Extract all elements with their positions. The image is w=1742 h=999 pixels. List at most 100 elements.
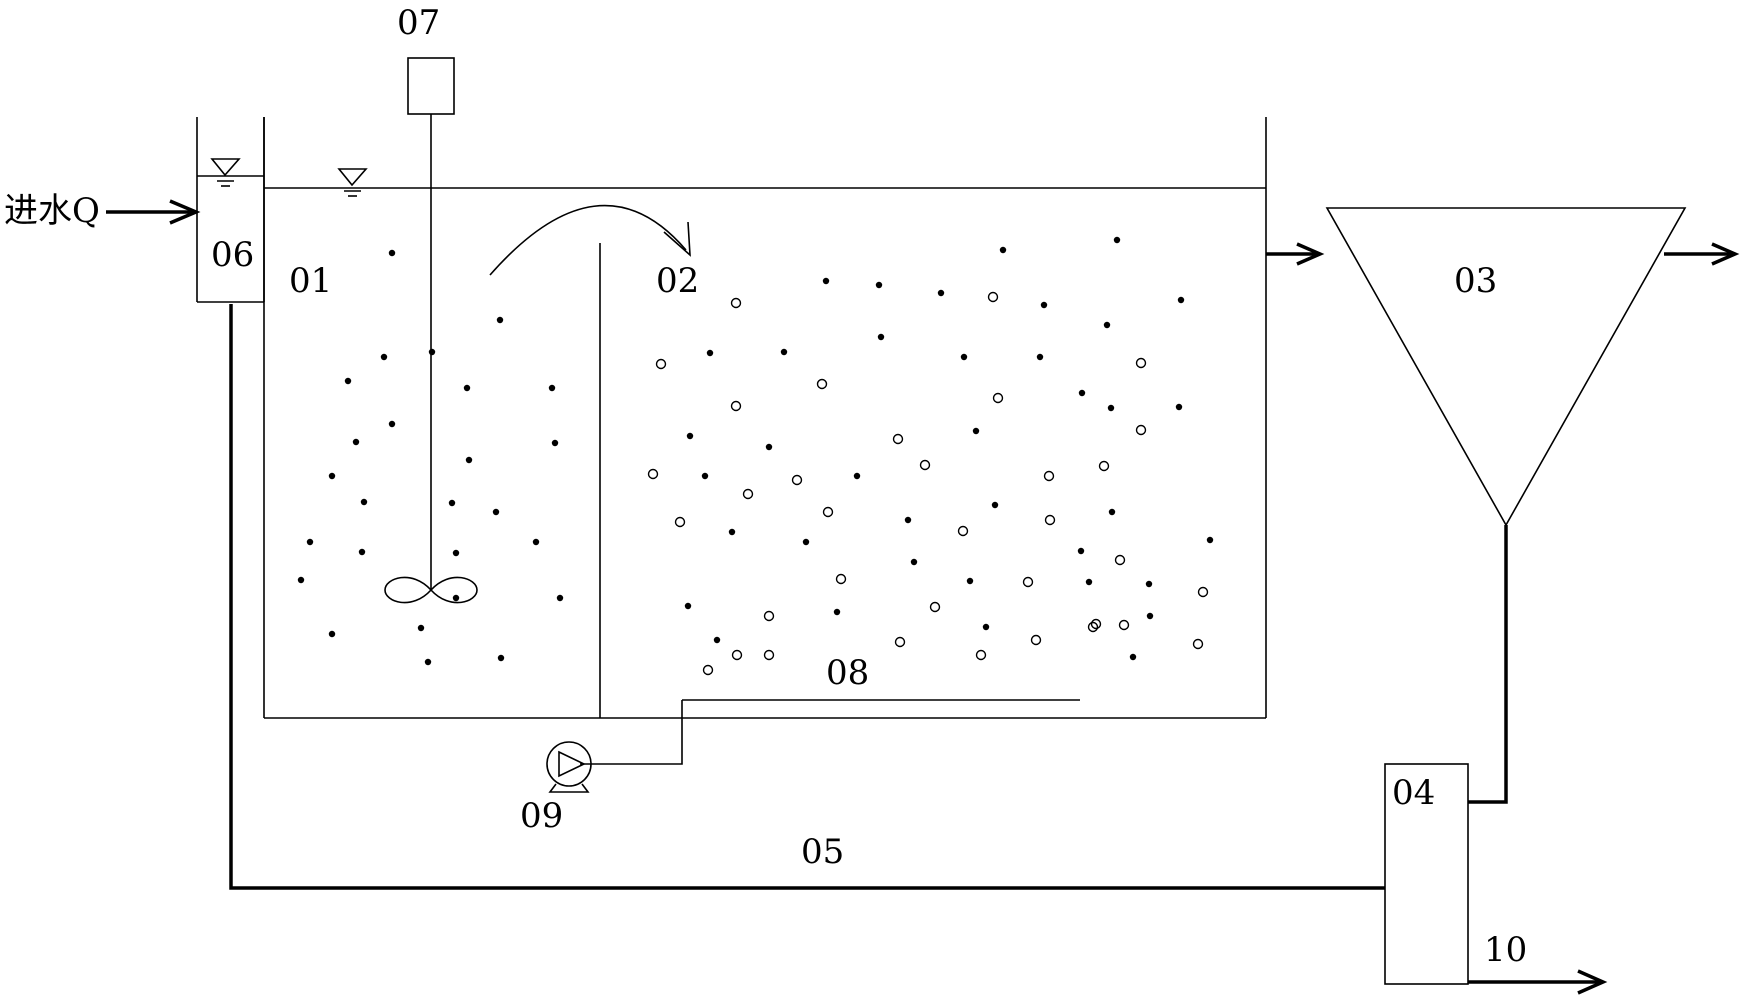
biomass-dot [966, 577, 974, 585]
aerator-label: 08 [826, 653, 869, 693]
biomass-dot [713, 636, 721, 644]
carrier-ring [763, 610, 775, 622]
return-line [229, 304, 1385, 890]
biomass-dot [548, 384, 556, 392]
biomass-dot [1129, 653, 1137, 661]
carrier-ring [1118, 619, 1130, 631]
biomass-dot [1036, 353, 1044, 361]
biomass-dot [1085, 578, 1093, 586]
biomass-dot [802, 538, 810, 546]
biomass-dot [492, 508, 500, 516]
biomass-dot [352, 438, 360, 446]
biomass-dot [999, 246, 1007, 254]
biomass-dot [1113, 236, 1121, 244]
biomass-dot [765, 443, 773, 451]
carrier-ring [919, 459, 931, 471]
biomass-dot [1206, 536, 1214, 544]
impeller-icon [384, 576, 478, 604]
biomass-dot [380, 353, 388, 361]
reactor-tank: 01 02 [263, 117, 1267, 719]
biomass-dot [853, 472, 861, 480]
sludge-pipe [1468, 525, 1508, 804]
inlet-arrow [106, 199, 201, 225]
outflow-arrow [1266, 242, 1325, 266]
biomass-dot [360, 498, 368, 506]
biomass-dot [328, 630, 336, 638]
biomass-dot [982, 623, 990, 631]
biomass-dot [465, 456, 473, 464]
water-level-icon [210, 158, 241, 187]
carrier-ring [791, 474, 803, 486]
biomass-dot [904, 516, 912, 524]
biomass-dot [706, 349, 714, 357]
carrier-ring [822, 506, 834, 518]
carrier-ring [730, 400, 742, 412]
biomass-dot [388, 420, 396, 428]
return-line-label: 05 [801, 832, 844, 872]
carrier-ring [1114, 554, 1126, 566]
carrier-ring [655, 358, 667, 370]
biomass-dot [388, 249, 396, 257]
circulation-arrow [489, 204, 691, 276]
biomass-dot [556, 594, 564, 602]
biomass-dot [452, 594, 460, 602]
biomass-dot [448, 499, 456, 507]
carrier-ring [730, 297, 742, 309]
biomass-dot [1077, 547, 1085, 555]
carrier-ring [929, 601, 941, 613]
effluent-arrow [1664, 242, 1740, 266]
carrier-ring [1090, 618, 1102, 630]
sludge-tank: 04 [1384, 763, 1469, 985]
biomass-dot [822, 277, 830, 285]
carrier-ring [957, 525, 969, 537]
biomass-dot [1078, 389, 1086, 397]
biomass-dot [344, 377, 352, 385]
biomass-dot [428, 348, 436, 356]
biomass-dot [960, 353, 968, 361]
inlet-label: 进水Q [4, 191, 100, 231]
carrier-ring [742, 488, 754, 500]
biomass-dot [877, 333, 885, 341]
biomass-dot [463, 384, 471, 392]
carrier-ring [1192, 638, 1204, 650]
water-level-icon [337, 168, 368, 197]
carrier-ring [647, 468, 659, 480]
carrier-ring [835, 573, 847, 585]
carrier-ring [1135, 357, 1147, 369]
clarifier-label: 03 [1454, 261, 1497, 301]
mixer-motor [407, 57, 455, 115]
biomass-dot [297, 576, 305, 584]
carrier-ring [816, 378, 828, 390]
biomass-dot [306, 538, 314, 546]
carrier-ring [674, 516, 686, 528]
carrier-ring [892, 433, 904, 445]
biomass-dot [875, 281, 883, 289]
sludge-tank-label: 04 [1392, 773, 1435, 813]
carrier-ring [702, 664, 714, 676]
mixer: 07 [384, 3, 478, 604]
carrier-ring [1135, 424, 1147, 436]
clarifier: 03 [1325, 207, 1687, 527]
biomass-dot [1146, 612, 1154, 620]
mixer-motor-label: 07 [397, 3, 440, 43]
discharge-label: 10 [1484, 930, 1527, 970]
aerobic-zone-label: 02 [656, 261, 699, 301]
carrier-ring [1098, 460, 1110, 472]
biomass-dot [497, 654, 505, 662]
carrier-ring [1030, 634, 1042, 646]
biomass-dot [972, 427, 980, 435]
biomass-dot [780, 348, 788, 356]
biomass-dot [532, 538, 540, 546]
biomass-dot [686, 432, 694, 440]
carrier-ring [1087, 621, 1099, 633]
carrier-ring [894, 636, 906, 648]
biomass-dot [728, 528, 736, 536]
biomass-dot [833, 608, 841, 616]
biomass-dot [417, 624, 425, 632]
carrier-ring [1043, 470, 1055, 482]
pump-icon [546, 741, 592, 793]
biomass-dot [1175, 403, 1183, 411]
mixing-tank-label: 06 [211, 235, 254, 275]
anoxic-zone-label: 01 [289, 261, 332, 301]
